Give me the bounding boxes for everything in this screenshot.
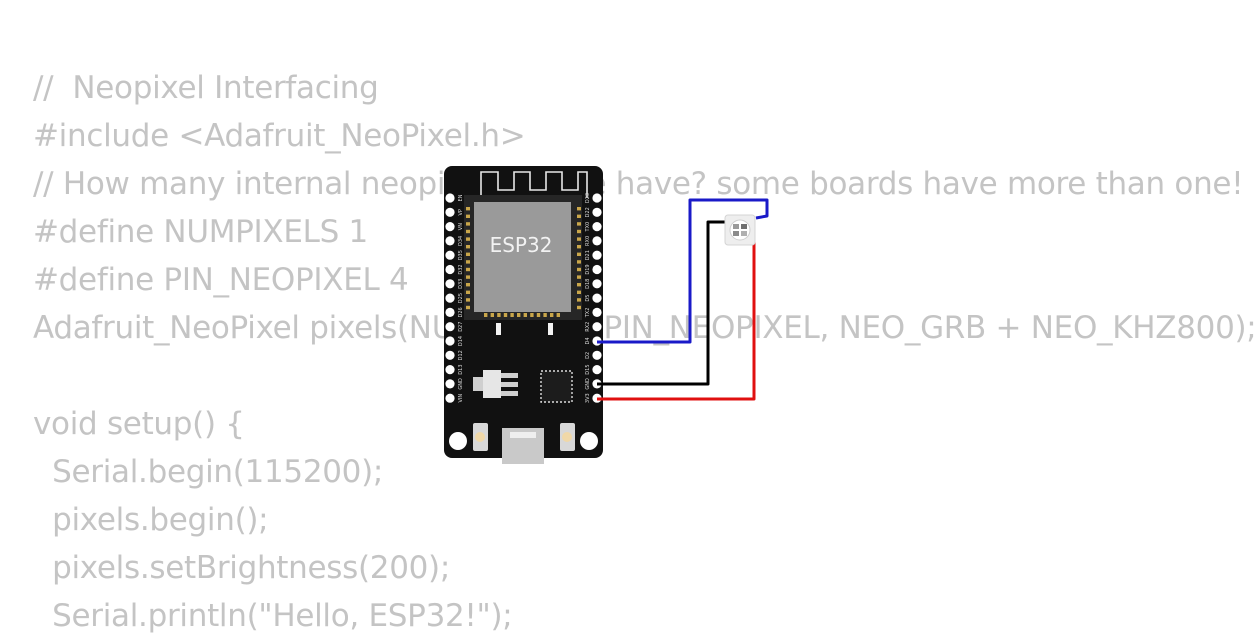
pin-d13[interactable] <box>445 365 455 375</box>
pin-d5[interactable] <box>592 293 602 303</box>
pin-d21[interactable] <box>592 250 602 260</box>
pin-vn[interactable] <box>445 222 455 232</box>
code-line-8: void setup() { <box>33 406 245 442</box>
pin-label: D12 <box>458 350 464 360</box>
pin-label: D27 <box>458 322 464 332</box>
pin-label: D25 <box>458 293 464 303</box>
neopixel-led[interactable] <box>724 214 756 246</box>
code-line-4: #define NUMPIXELS 1 <box>33 214 368 250</box>
module-shield[interactable] <box>474 202 571 312</box>
pin-label: D14 <box>458 336 464 346</box>
pin-label: D23 <box>585 193 591 203</box>
code-line-12: Serial.println("Hello, ESP32!"); <box>33 598 513 634</box>
pin-label: D35 <box>458 250 464 260</box>
pin-d34[interactable] <box>445 236 455 246</box>
pin-rx0[interactable] <box>592 236 602 246</box>
pin-d12[interactable] <box>445 350 455 360</box>
voltage-regulator <box>473 370 518 398</box>
ground-wire[interactable] <box>597 220 728 386</box>
pin-label: VIN <box>458 394 464 403</box>
pin-label: TX2 <box>585 308 591 319</box>
pin-label: D26 <box>458 307 464 317</box>
pin-label: D13 <box>458 364 464 374</box>
pin-d14[interactable] <box>445 336 455 346</box>
pin-label: D34 <box>458 236 464 246</box>
module-pads <box>466 207 581 317</box>
pin-label: GND <box>458 378 464 390</box>
pin-d32[interactable] <box>445 264 455 275</box>
pin-label: D4 <box>585 337 591 344</box>
pin-d26[interactable] <box>445 307 455 317</box>
pin-d35[interactable] <box>445 250 455 260</box>
pin-d18[interactable] <box>592 279 602 289</box>
esp32-board[interactable]: ESP32 E <box>444 166 603 464</box>
pin-label: D15 <box>585 364 591 374</box>
code-line-9: Serial.begin(115200); <box>33 454 384 490</box>
pin-label: D32 <box>458 264 464 274</box>
code-line-11: pixels.setBrightness(200); <box>33 550 450 586</box>
code-line-3: // How many internal neopixels do we hav… <box>33 166 1244 202</box>
usb-uart-chip <box>540 370 573 403</box>
pin-label: VN <box>458 223 464 230</box>
pin-tx0[interactable] <box>592 222 602 232</box>
code-line-2: #include <Adafruit_NeoPixel.h> <box>33 118 526 154</box>
data-wire[interactable] <box>597 198 769 344</box>
code-line-5: #define PIN_NEOPIXEL 4 <box>33 262 409 298</box>
pin-label: D21 <box>585 250 591 260</box>
en-button[interactable] <box>473 423 488 451</box>
smd-pad-right <box>548 323 553 335</box>
pin-d23[interactable] <box>592 193 602 203</box>
pin-en[interactable] <box>445 193 455 203</box>
code-line-10: pixels.begin(); <box>33 502 269 538</box>
pin-d25[interactable] <box>445 293 455 303</box>
pin-label: RX2 <box>585 322 591 332</box>
antenna-trace <box>480 171 588 198</box>
code-line-1: // Neopixel Interfacing <box>33 70 379 106</box>
pin-label: D2 <box>585 352 591 359</box>
pin-label: TX0 <box>585 222 591 233</box>
pin-d33[interactable] <box>445 279 455 289</box>
pin-label: EN <box>458 194 464 201</box>
pin-label: D19 <box>585 264 591 274</box>
smd-pad-left <box>496 323 501 335</box>
pin-d22[interactable] <box>592 207 602 217</box>
mounting-hole <box>580 432 598 450</box>
pin-tx2[interactable] <box>592 307 602 317</box>
pin-rx2[interactable] <box>592 322 602 332</box>
pin-label: 3V3 <box>585 393 591 403</box>
pin-vin[interactable] <box>445 393 455 403</box>
pin-d19[interactable] <box>592 264 602 275</box>
pin-label: GND <box>585 378 591 390</box>
pin-label: D18 <box>585 279 591 289</box>
micro-usb-port[interactable] <box>502 428 544 464</box>
pin-vp[interactable] <box>445 207 455 217</box>
pin-label: RX0 <box>585 236 591 246</box>
circuit-diagram: ESP32 E <box>444 166 769 464</box>
pin-label: D22 <box>585 207 591 217</box>
pin-d2[interactable] <box>592 350 602 360</box>
boot-button[interactable] <box>560 423 575 451</box>
chip-label: ESP32 <box>490 233 553 257</box>
pin-d27[interactable] <box>445 322 455 332</box>
pin-label: D33 <box>458 279 464 289</box>
power-wire[interactable] <box>597 231 756 401</box>
pin-d15[interactable] <box>592 365 602 375</box>
pin-label: D5 <box>585 295 591 302</box>
pin-gnd[interactable] <box>445 379 455 389</box>
pin-label: VP <box>458 209 464 215</box>
mounting-hole <box>449 432 467 450</box>
